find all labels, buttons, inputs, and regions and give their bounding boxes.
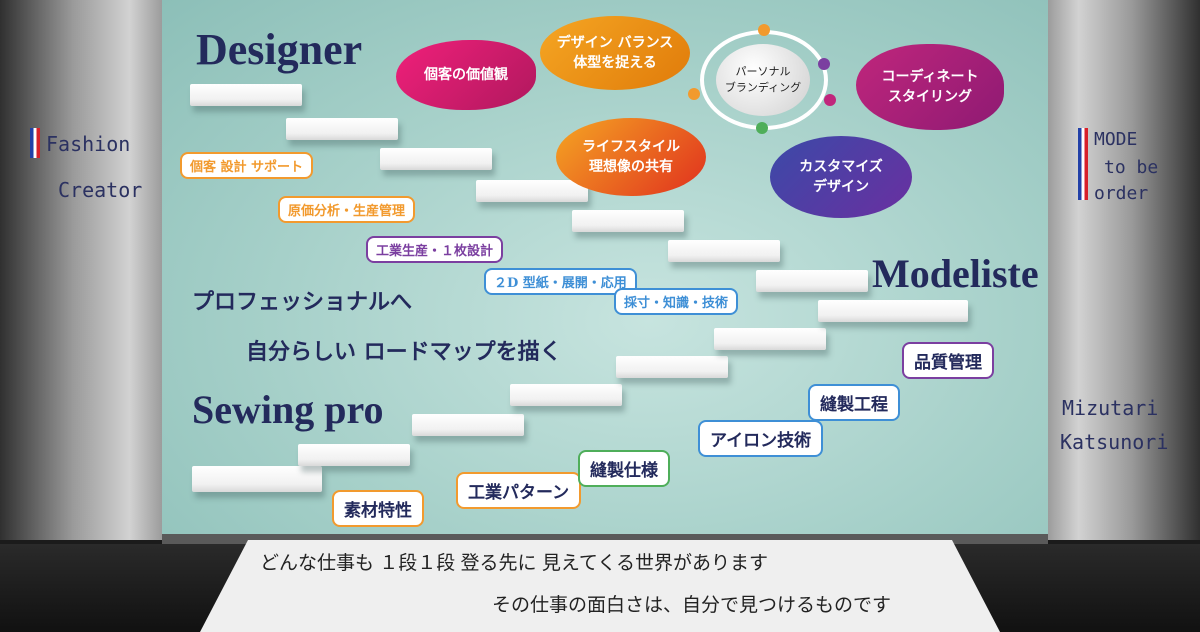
designer-tag-3: 工業生産・１枚設計 (366, 236, 504, 263)
sewing-tag-5: 縫製工程 (808, 384, 900, 421)
ring-dot (824, 94, 836, 106)
ring-dot (688, 88, 700, 100)
bubble-lifestyle: ライフスタイル 理想像の共有 (556, 118, 706, 196)
french-flag-icon (1078, 128, 1088, 200)
bubble-text: カスタマイズ (799, 159, 883, 175)
bubble-text: パーソナル (735, 65, 791, 78)
stair-step (190, 84, 302, 106)
bubble-personal-branding: パーソナル ブランディング (716, 44, 810, 116)
french-flag-icon (30, 128, 40, 158)
bubble-text: ライフスタイル (582, 139, 680, 155)
spotlight (200, 540, 1000, 632)
bottom-message-line2: その仕事の面白さは、自分で見つけるものです (492, 595, 892, 616)
ring-dot (818, 58, 830, 70)
bubble-text: スタイリング (888, 89, 972, 105)
ring-dot (758, 24, 770, 36)
right-panel (1048, 0, 1200, 540)
sewing-tag-4: アイロン技術 (698, 420, 824, 457)
sewing-tag-2: 工業パターン (456, 472, 582, 509)
title-sewing-pro: Sewing pro (192, 387, 384, 432)
bubble-text: デザイン (813, 179, 869, 195)
right-panel-top-line1: MODE (1094, 129, 1138, 150)
sewing-tag-3: 縫製仕様 (578, 450, 670, 487)
board-shadow (162, 534, 1048, 544)
stair-step (286, 118, 398, 140)
stair-step (510, 384, 622, 406)
right-panel-bottom-line1: Mizutari (1062, 396, 1159, 420)
right-panel-top-line2: to be (1104, 157, 1159, 178)
bottom-message-line1: どんな仕事も １段１段 登る先に 見えてくる世界があります (260, 553, 768, 574)
bubble-text: 個客の価値観 (424, 67, 508, 83)
stair-step (192, 466, 322, 492)
bubble-text: 理想像の共有 (589, 159, 673, 175)
right-panel-top-line3: order (1094, 183, 1149, 204)
left-panel-line1: Fashion (46, 132, 131, 156)
designer-tag-2: 原価分析・生産管理 (278, 196, 416, 223)
stair-step (756, 270, 868, 292)
stair-step (714, 328, 826, 350)
stair-step (476, 180, 588, 202)
slogan-line2: 自分らしい ロードマップを描く (246, 339, 562, 365)
left-panel-line2: Creator (58, 178, 143, 202)
right-panel-bottom-line2: Katsunori (1060, 430, 1169, 454)
sewing-tag-1: 素材特性 (332, 490, 424, 527)
stair-step (668, 240, 780, 262)
bubble-coordinate: コーディネート スタイリング (856, 44, 1004, 130)
stair-step (572, 210, 684, 232)
bubble-text: コーディネート (881, 69, 979, 85)
bubble-text: 体型を捉える (573, 55, 657, 71)
title-designer: Designer (196, 25, 363, 74)
designer-tag-5: 採寸・知識・技術 (614, 288, 739, 315)
bubble-text: デザイン バランス (556, 35, 674, 51)
stair-step (818, 300, 968, 322)
sewing-tag-6: 品質管理 (902, 342, 994, 379)
bubble-customer-values: 個客の価値観 (396, 40, 536, 110)
left-panel (0, 0, 162, 540)
stair-step (412, 414, 524, 436)
slogan-line1: プロフェッショナルへ (192, 289, 413, 315)
title-modeliste: Modeliste (872, 251, 1039, 296)
stair-step (298, 444, 410, 466)
designer-tag-4: ２D 型紙・展開・応用 (484, 268, 637, 295)
ring-dot (756, 122, 768, 134)
bubble-text: ブランディング (724, 81, 802, 94)
stair-step (616, 356, 728, 378)
bubble-design-balance: デザイン バランス 体型を捉える (540, 16, 690, 90)
designer-tag-1: 個客 設計 サポート (180, 152, 314, 179)
bubble-customize: カスタマイズ デザイン (770, 136, 912, 218)
stair-step (380, 148, 492, 170)
